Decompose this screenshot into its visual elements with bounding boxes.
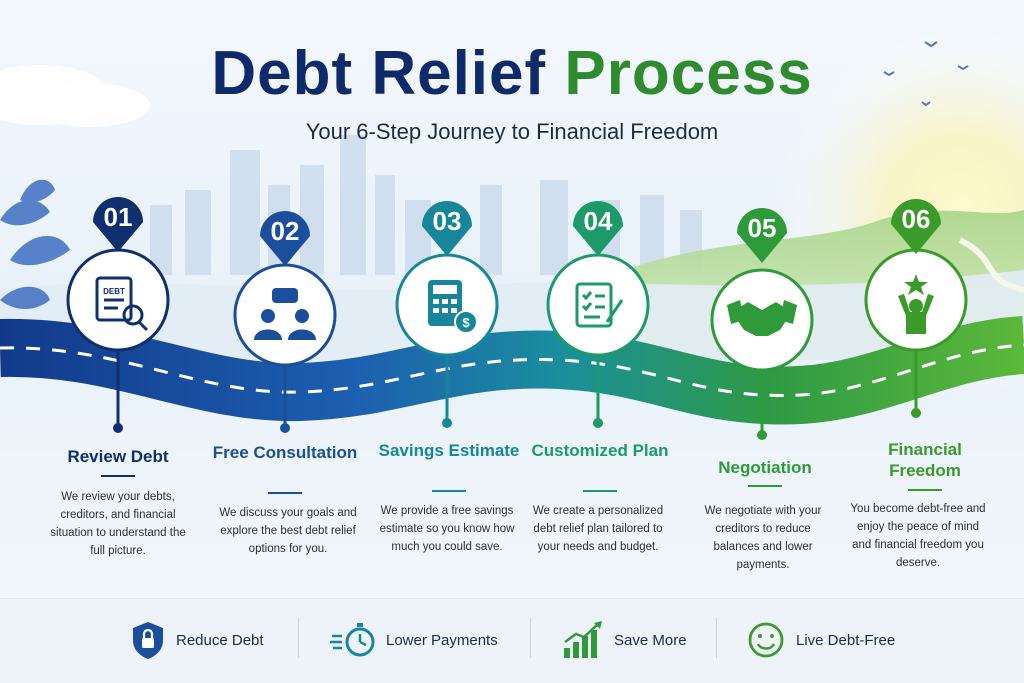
svg-text:$: $ bbox=[462, 315, 470, 330]
title-part-1: Debt Relief bbox=[211, 39, 547, 108]
benefits-bar bbox=[0, 598, 1024, 683]
growth-chart-icon bbox=[564, 621, 602, 658]
calculator-dollar-icon: $ bbox=[428, 280, 478, 334]
step-description: You become debt-free and enjoy the peace… bbox=[850, 503, 986, 569]
step-title: Free Consultation bbox=[212, 443, 358, 462]
benefit-live-debt-free: Live Debt-Free bbox=[746, 620, 895, 660]
step-1-marker bbox=[66, 196, 170, 433]
step-description: We discuss your goals and explore the be… bbox=[219, 507, 357, 555]
benefit-label: Live Debt-Free bbox=[796, 631, 896, 649]
step-description: We review your debts, creditors, and fin… bbox=[50, 491, 186, 557]
benefit-reduce-debt: Reduce Debt bbox=[130, 620, 264, 660]
title-underline bbox=[908, 489, 942, 491]
step-number: 02 bbox=[270, 216, 300, 246]
benefit-label: Reduce Debt bbox=[176, 631, 264, 649]
birds bbox=[883, 41, 969, 107]
leaves-decoration bbox=[0, 179, 70, 309]
step-number: 05 bbox=[747, 213, 777, 243]
svg-text:DEBT: DEBT bbox=[103, 287, 125, 296]
benefit-label: Save More bbox=[614, 631, 687, 649]
smiley-face-icon bbox=[748, 622, 784, 658]
step-number: 06 bbox=[901, 204, 931, 234]
benefit-lower-payments: Lower Payments bbox=[330, 620, 498, 660]
step-number: 03 bbox=[432, 206, 462, 236]
step-number: 01 bbox=[103, 202, 133, 232]
step-title: Review Debt bbox=[67, 447, 169, 466]
debt-document-magnifier-icon bbox=[95, 276, 149, 332]
benefit-divider bbox=[530, 618, 531, 658]
benefit-divider bbox=[298, 618, 299, 658]
title-underline bbox=[101, 475, 135, 477]
title-underline bbox=[748, 485, 782, 487]
city-skyline bbox=[150, 135, 702, 275]
step-number: 04 bbox=[583, 206, 613, 236]
step-title: Financial Freedom bbox=[888, 440, 962, 480]
step-description: We create a personalized debt relief pla… bbox=[532, 505, 664, 553]
benefit-label: Lower Payments bbox=[386, 631, 498, 649]
title-underline bbox=[432, 490, 466, 492]
stopwatch-icon bbox=[330, 623, 375, 657]
consultation-people-icon bbox=[254, 288, 316, 340]
step-title: Negotiation bbox=[718, 458, 812, 477]
title-underline bbox=[583, 490, 617, 492]
celebrating-person-star-icon bbox=[898, 274, 934, 334]
shield-lock-icon bbox=[133, 622, 163, 659]
subtitle: Your 6-Step Journey to Financial Freedom bbox=[305, 119, 719, 144]
benefit-save-more: Save More bbox=[562, 620, 687, 660]
page-title: Debt Relief Process bbox=[0, 38, 1024, 110]
step-title: Savings Estimate bbox=[378, 441, 520, 460]
checklist-plan-icon bbox=[575, 282, 624, 328]
step-title: Customized Plan bbox=[531, 441, 669, 460]
step-4-marker bbox=[546, 201, 650, 428]
handshake-icon bbox=[727, 300, 797, 336]
step-description: We negotiate with your creditors to redu… bbox=[704, 505, 822, 571]
title-underline bbox=[268, 492, 302, 494]
step-description: We provide a free savings estimate so yo… bbox=[379, 505, 515, 553]
road-center-line bbox=[0, 343, 1024, 397]
benefit-divider bbox=[716, 618, 717, 658]
title-part-2: Process bbox=[564, 39, 813, 108]
